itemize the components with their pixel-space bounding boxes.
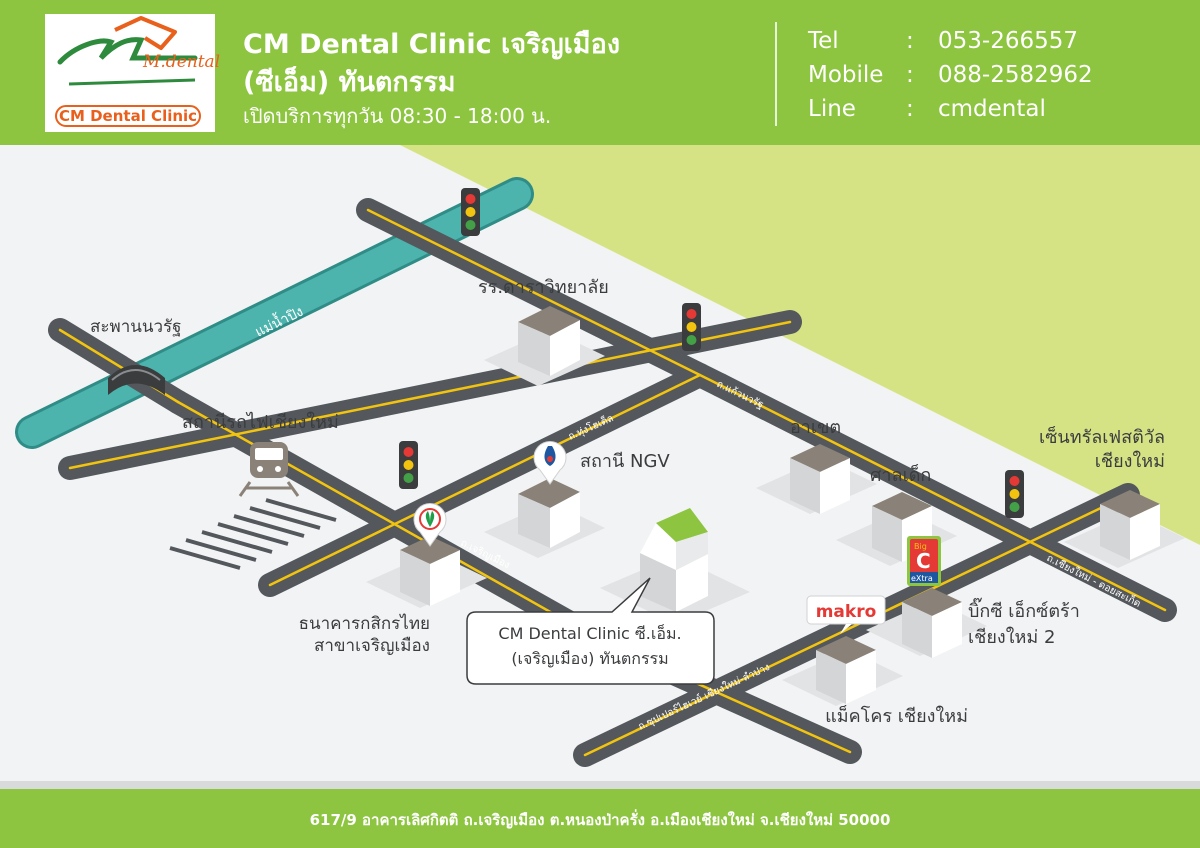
- logo-name: CM Dental Clinic: [55, 105, 201, 127]
- contact-tel-sep: :: [906, 28, 914, 54]
- traffic-light-1-icon: [461, 188, 480, 236]
- bank-label-line1: ธนาคารกสิกรไทย: [299, 613, 430, 634]
- clinic-callout-line1: CM Dental Clinic ซี.เอ็ม.: [498, 623, 681, 643]
- school-building: [484, 306, 605, 386]
- footer-address: 617/9 อาคารเลิศกิตติ ถ.เจริญเมือง ต.หนอง…: [309, 811, 891, 829]
- opening-hours: เปิดบริการทุกวัน 08:30 - 18:00 น.: [243, 104, 552, 128]
- clinic-callout[interactable]: [466, 577, 715, 685]
- bigc-label-line1: บิ๊กซี เอ็กซ์ตร้า: [968, 597, 1080, 622]
- traffic-light-3-icon: [399, 441, 418, 489]
- clinic-callout-line2: (เจริญเมือง) ทันตกรรม: [511, 649, 668, 668]
- svg-text:makro: makro: [816, 602, 877, 622]
- central-label-line1: เซ็นทรัลเฟสติวัล: [1039, 425, 1165, 448]
- shrine-label: ศาลเด็ก: [870, 463, 931, 486]
- ptt-pin-icon: [533, 441, 567, 485]
- contact-tel-value[interactable]: 053-266557: [938, 28, 1078, 54]
- logo-script: M.dental: [143, 52, 221, 72]
- contact-mobile-value[interactable]: 088-2582962: [938, 62, 1093, 88]
- contact-line-value[interactable]: cmdental: [938, 96, 1046, 122]
- ngv-building: [484, 478, 605, 558]
- contact-mobile-label: Mobile: [808, 62, 884, 88]
- clinic-title-line1: CM Dental Clinic เจริญเมือง: [243, 29, 620, 60]
- footer-bar: 617/9 อาคารเลิศกิตติ ถ.เจริญเมือง ต.หนอง…: [0, 789, 1200, 848]
- clinic-title-line2: (ซีเอ็ม) ทันตกรรม: [243, 67, 456, 98]
- traffic-light-4-icon: [1005, 470, 1024, 518]
- svg-text:C: C: [916, 549, 931, 573]
- makro-building: [782, 636, 903, 706]
- area-map: แม่น้ำปิง ถ.ทุ่งโฮเต็ล ถ.แก้วนวรัฐ ถ.เจ: [0, 145, 1200, 789]
- bridge-label: สะพานนวรัฐ: [90, 317, 182, 337]
- bank-label-line2: สาขาเจริญเมือง: [314, 636, 430, 656]
- makro-label: แม็คโคร เชียงใหม่: [825, 704, 968, 727]
- logo-mark-icon: [57, 37, 198, 65]
- bigc-logo-icon: Big C eXtra: [907, 536, 941, 586]
- bank-building: [366, 536, 487, 608]
- central-building: [1064, 490, 1185, 568]
- contact-mobile-sep: :: [906, 62, 914, 88]
- header-bar: M.dental CM Dental Clinic CM Dental Clin…: [0, 0, 1200, 145]
- traffic-light-2-icon: [682, 303, 701, 351]
- contact-line-label: Line: [808, 96, 856, 122]
- bridge-icon: [108, 365, 165, 395]
- contact-line-sep: :: [906, 96, 914, 122]
- arcade-label: อาเขต: [790, 417, 841, 438]
- clinic-house: [600, 508, 750, 624]
- clinic-logo: M.dental CM Dental Clinic: [45, 14, 220, 132]
- svg-text:eXtra: eXtra: [911, 574, 933, 583]
- central-label-line2: เชียงใหม่: [1095, 450, 1165, 472]
- train-station-label: สถานีรถไฟเชียงใหม่: [182, 411, 339, 433]
- bigc-building: [866, 588, 987, 658]
- bigc-label-line2: เชียงใหม่ 2: [968, 626, 1055, 648]
- arcade-building: [756, 444, 877, 514]
- svg-text:Big: Big: [914, 542, 927, 551]
- school-label: รร.ดาราวิทยาลัย: [478, 277, 609, 298]
- header-divider: [775, 22, 777, 126]
- train-icon: [238, 442, 300, 497]
- makro-logo-icon: makro: [806, 595, 886, 634]
- kbank-pin-icon: [413, 503, 447, 547]
- ngv-label: สถานี NGV: [580, 451, 670, 472]
- contact-tel-label: Tel: [808, 28, 839, 54]
- railway-hatching: [169, 498, 337, 570]
